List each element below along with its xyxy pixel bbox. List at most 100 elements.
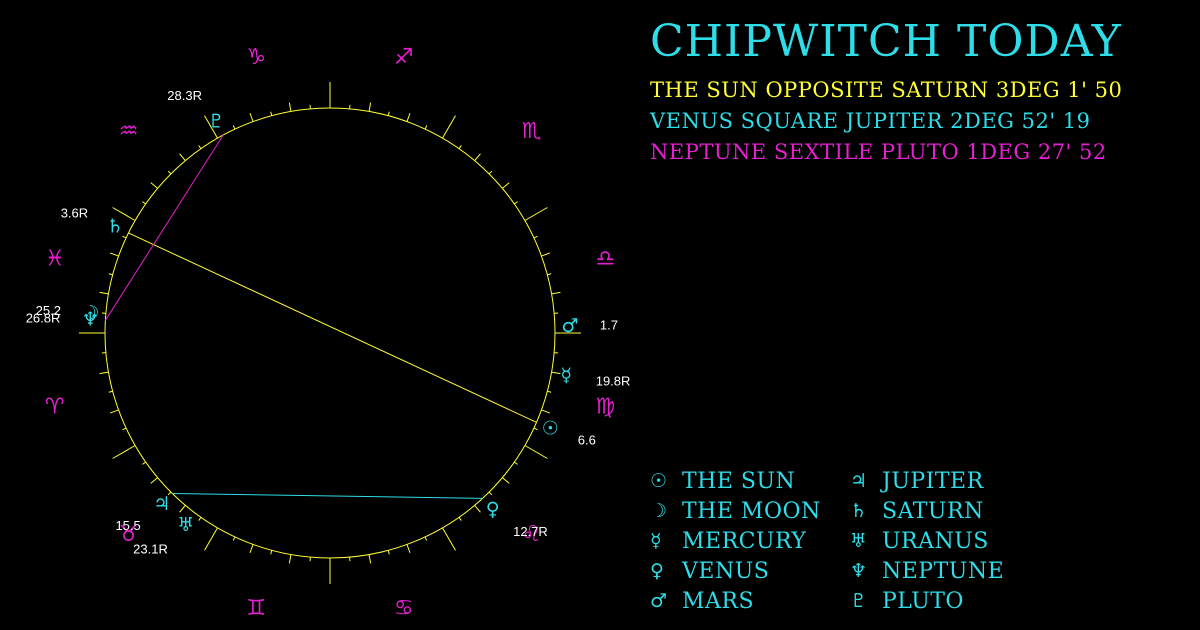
sun-saturn-opposition-line xyxy=(128,232,537,423)
degree-tick xyxy=(458,145,462,149)
zodiac-signs-layer: ♈♉♊♋♌♍♎♏♐♑♒♓ xyxy=(45,45,615,621)
aspect-line-1: THE SUN OPPOSITE SATURN 3DEG 1' 50 xyxy=(650,78,1123,102)
legend-label-neptune: NEPTUNE xyxy=(882,558,1005,584)
neptune-icon: ♆ xyxy=(850,560,868,582)
degree-tick xyxy=(198,145,202,149)
degree-tick xyxy=(122,427,127,431)
mercury-icon: ☿ xyxy=(650,530,662,552)
degree-tick xyxy=(533,427,538,431)
moon-degree-label: 25.2 xyxy=(36,303,61,318)
uranus-icon: ♅ xyxy=(177,514,194,536)
jupiter-icon: ♃ xyxy=(850,470,868,492)
degree-tick xyxy=(270,111,273,116)
neptune-degree-label: 26.8R xyxy=(26,310,61,325)
venus-degree-label: 12.7R xyxy=(513,524,548,539)
mercury-icon: ☿ xyxy=(560,365,572,387)
ten-degree-tick xyxy=(502,182,510,189)
venus-icon: ♀ xyxy=(486,498,500,520)
ten-degree-tick xyxy=(368,554,372,564)
degree-tick xyxy=(424,536,428,541)
pisces-icon: ♓ xyxy=(45,247,65,272)
aries-icon: ♈ xyxy=(45,394,65,419)
ten-degree-tick xyxy=(288,102,292,112)
sign-cusp-tick xyxy=(112,445,136,459)
legend-label-jupiter: JUPITER xyxy=(882,468,984,494)
legend-item-mars: ♂ MARS xyxy=(648,586,848,616)
mercury-degree-label: 19.8R xyxy=(596,373,631,388)
zodiac-wheel-circle xyxy=(104,107,556,559)
legend-label-mercury: MERCURY xyxy=(682,528,807,554)
degree-tick xyxy=(547,273,552,276)
ten-degree-tick xyxy=(406,544,411,554)
cancer-icon: ♋ xyxy=(394,596,414,621)
moon-icon: ☽ xyxy=(82,302,99,324)
page-title: CHIPWITCH TODAY xyxy=(650,16,1122,67)
legend-label-moon: THE MOON xyxy=(682,498,821,524)
venus-icon: ♀ xyxy=(650,560,664,582)
degree-tick xyxy=(167,170,172,175)
legend-item-sun: ☉ THE SUN xyxy=(648,466,848,496)
neptune-pluto-sextile-line xyxy=(104,134,224,321)
ten-degree-tick xyxy=(474,505,481,513)
sign-cusp-tick xyxy=(442,115,456,139)
aquarius-icon: ♒ xyxy=(119,119,139,144)
venus-jupiter-square-line xyxy=(172,492,483,499)
degree-tick xyxy=(232,125,236,130)
taurus-icon: ♉ xyxy=(119,522,139,547)
degree-tick xyxy=(488,491,493,496)
degree-tick xyxy=(488,170,493,175)
neptune-icon: ♆ xyxy=(82,309,99,331)
legend-item-saturn: ♄ SATURN xyxy=(848,496,1008,526)
degree-tick xyxy=(533,235,538,239)
ten-degree-tick xyxy=(249,112,254,122)
degree-tick xyxy=(142,461,146,465)
ten-degree-tick xyxy=(551,371,561,375)
legend-label-mars: MARS xyxy=(682,588,755,614)
aspect-line-3: NEPTUNE SEXTILE PLUTO 1DEG 27' 52 xyxy=(650,140,1107,164)
sign-cusp-tick xyxy=(524,207,548,221)
saturn-icon: ♄ xyxy=(850,500,868,522)
pluto-icon: ♇ xyxy=(850,590,868,612)
legend-label-pluto: PLUTO xyxy=(882,588,964,614)
aspect-line-2: VENUS SQUARE JUPITER 2DEG 52' 19 xyxy=(650,109,1091,133)
ten-degree-tick xyxy=(368,102,372,112)
sign-cusp-tick xyxy=(524,445,548,459)
degree-tick xyxy=(270,550,273,555)
saturn-degree-label: 3.6R xyxy=(61,205,88,220)
ten-degree-tick xyxy=(109,409,119,414)
legend-label-sun: THE SUN xyxy=(682,468,796,494)
ten-degree-tick xyxy=(150,477,158,484)
legend-item-neptune: ♆ NEPTUNE xyxy=(848,556,1008,586)
uranus-degree-label: 23.1R xyxy=(133,541,168,556)
ten-degree-tick xyxy=(179,505,186,513)
degree-tick xyxy=(232,536,236,541)
degree-tick xyxy=(514,201,518,205)
ten-degree-tick xyxy=(474,153,481,161)
degree-tick xyxy=(198,517,202,521)
sun-degree-label: 6.6 xyxy=(578,433,596,448)
scorpio-icon: ♏ xyxy=(522,119,542,144)
legend-item-mercury: ☿ MERCURY xyxy=(648,526,848,556)
libra-icon: ♎ xyxy=(595,247,615,272)
sign-cusp-tick xyxy=(204,115,218,139)
leo-icon: ♌ xyxy=(522,522,542,547)
legend-label-uranus: URANUS xyxy=(882,528,989,554)
degree-tick xyxy=(424,125,428,130)
legend-item-venus: ♀ VENUS xyxy=(648,556,848,586)
ten-degree-tick xyxy=(179,153,186,161)
wheel-layer xyxy=(79,82,581,584)
ten-degree-tick xyxy=(109,252,119,257)
ten-degree-tick xyxy=(249,544,254,554)
gemini-icon: ♊ xyxy=(246,596,266,621)
sun-icon: ☉ xyxy=(542,417,559,439)
sign-cusp-tick xyxy=(204,527,218,551)
degree-tick xyxy=(122,235,127,239)
virgo-icon: ♍ xyxy=(595,394,615,419)
legend-label-venus: VENUS xyxy=(682,558,770,584)
degree-tick xyxy=(167,491,172,496)
ten-degree-tick xyxy=(406,112,411,122)
aspect-lines-layer xyxy=(104,134,537,499)
jupiter-degree-label: 15.5 xyxy=(115,518,140,533)
planets-layer: ☉6.6☽25.2☿19.8R♀12.7R♂1.7♃15.5♄3.6R♅23.1… xyxy=(26,88,631,557)
ten-degree-tick xyxy=(551,291,561,295)
